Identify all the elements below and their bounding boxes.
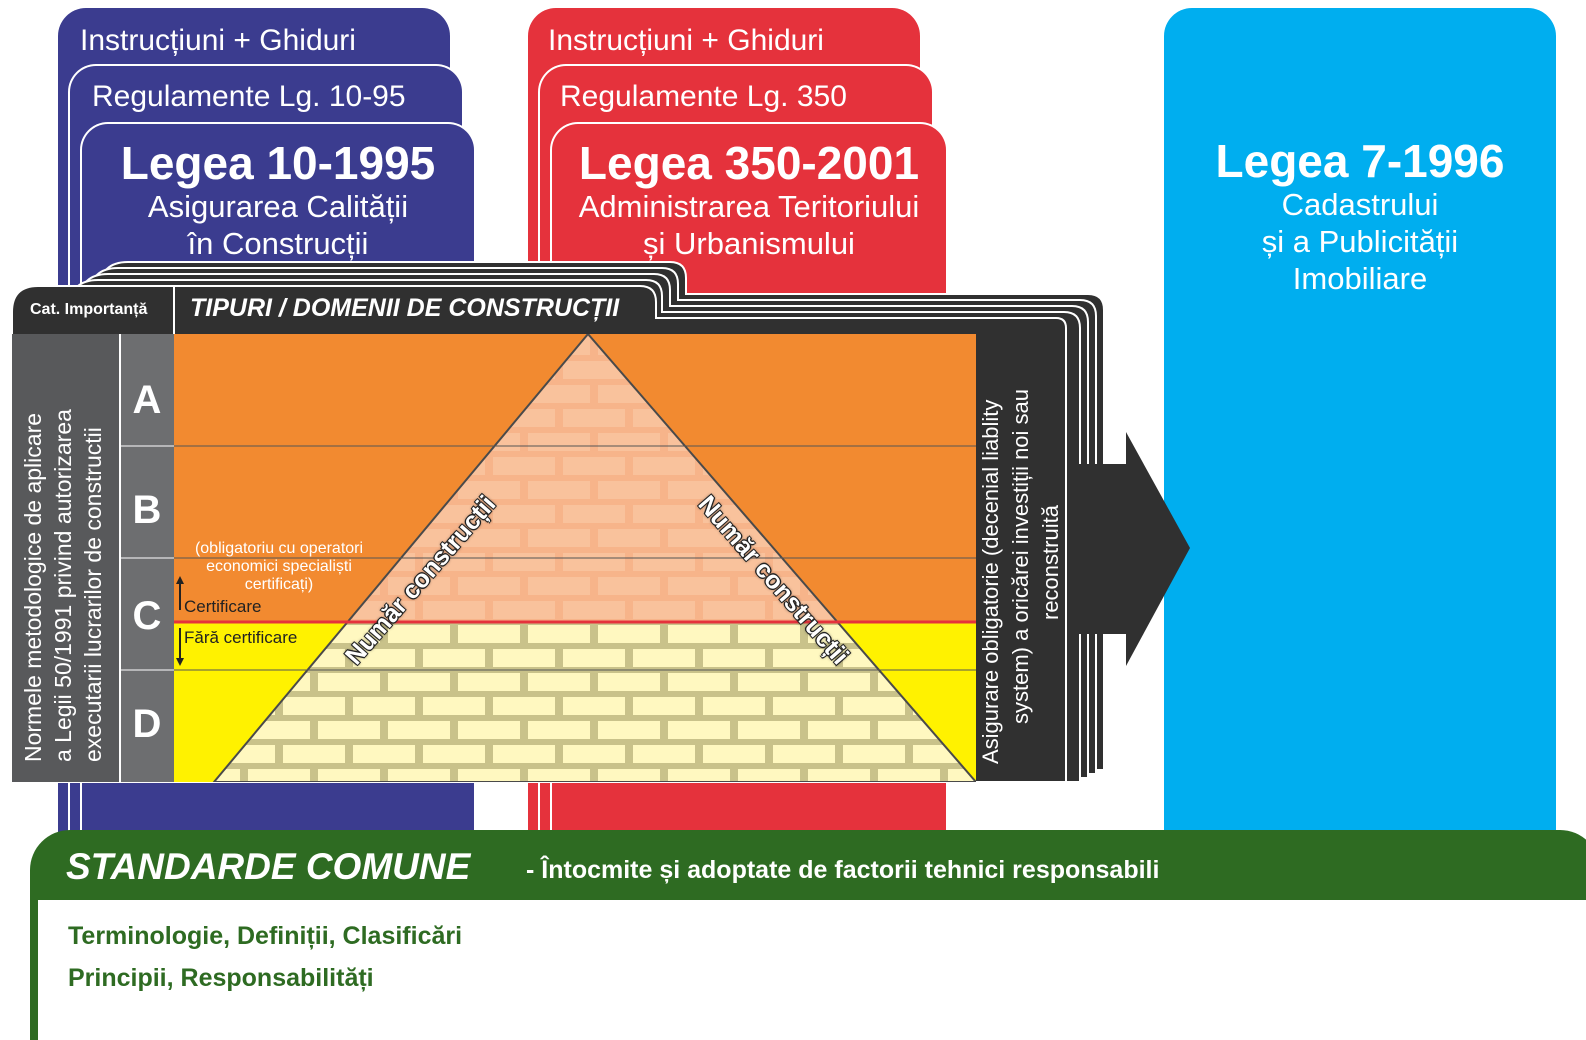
certified-note-line-3: certificați) <box>244 576 314 593</box>
category-b: B <box>132 488 162 532</box>
construction-matrix <box>174 334 976 782</box>
insurance-text-line-1: Asigurare obligatorie (decenial liablity <box>978 399 1003 764</box>
right-arrow-icon <box>1066 432 1190 666</box>
law-7-1996-title: Legea 7-1996 <box>1215 135 1505 187</box>
certified-note-line-2: economici specialiști <box>206 558 352 575</box>
side-norms-column <box>12 334 120 782</box>
category-d: D <box>132 702 162 746</box>
law-10-1995-instructions-label: Instrucțiuni + Ghiduri <box>80 24 356 57</box>
certified-note-line-1: (obligatoriu cu operatori <box>194 540 364 557</box>
uncertified-label: Fără certificare <box>184 628 298 647</box>
common-standards-title: STANDARDE COMUNE <box>66 846 471 887</box>
category-a: A <box>132 378 162 422</box>
category-c: C <box>132 594 162 638</box>
law-7-1996-subtitle-3: Imobiliare <box>1292 261 1428 296</box>
insurance-text-line-2: system) a oricărei investiții noi sau <box>1008 388 1033 724</box>
law-7-1996-subtitle-1: Cadastrului <box>1281 187 1439 222</box>
category-header: Cat. Importanță <box>30 301 148 318</box>
law-350-2001-subtitle-2: și Urbanismului <box>643 226 855 261</box>
arrow-down-icon <box>176 658 184 666</box>
category-dividers <box>120 445 174 671</box>
law-10-1995-regulations-label: Regulamente Lg. 10-95 <box>92 80 406 113</box>
law-350-2001-subtitle-1: Administrarea Teritoriului <box>578 189 920 224</box>
law-7-1996-panel: Legea 7-1996 Cadastrului și a Publicităț… <box>1164 8 1556 854</box>
arrow-up-icon <box>176 576 184 584</box>
norms-text-line-1: Normele metodologice de aplicare <box>20 412 46 762</box>
law-350-2001-instructions-label: Instrucțiuni + Ghiduri <box>548 24 824 57</box>
common-standards-panel: STANDARDE COMUNE - Întocmite și adoptate… <box>30 830 1586 1040</box>
insurance-text-line-3: reconstruită <box>1038 505 1063 620</box>
common-standards-subtitle: - Întocmite și adoptate de factorii tehn… <box>526 856 1160 884</box>
norms-text-line-3: executarii lucrarilor de constructii <box>80 427 106 762</box>
law-10-1995-subtitle-1: Asigurarea Calității <box>147 189 409 224</box>
law-350-2001-regulations-label: Regulamente Lg. 350 <box>560 80 847 113</box>
standards-item-principles: Principii, Responsabilități <box>68 964 374 992</box>
standards-item-terminology: Terminologie, Definiții, Clasificări <box>68 922 463 950</box>
law-350-2001-title: Legea 350-2001 <box>578 137 920 189</box>
law-7-1996-subtitle-2: și a Publicității <box>1261 224 1459 259</box>
common-standards-body <box>38 900 1586 1040</box>
construction-types-header: TIPURI / DOMENII DE CONSTRUCȚII <box>190 294 620 322</box>
norms-text-line-2: a Legii 50/1991 privind autorizarea <box>50 409 76 762</box>
law-10-1995-subtitle-2: în Construcții <box>187 226 369 261</box>
certified-label: Certificare <box>184 597 262 616</box>
law-10-1995-title: Legea 10-1995 <box>120 137 436 189</box>
